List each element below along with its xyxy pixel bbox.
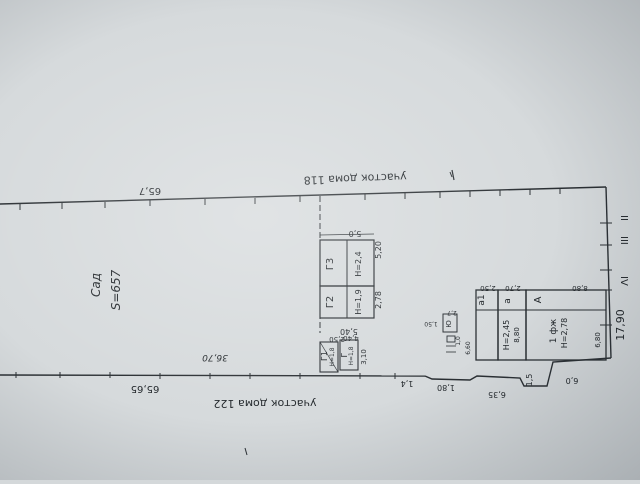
house-a-dim-bottom: 8,80 — [513, 327, 521, 343]
house-a1-label: а1 — [477, 294, 487, 305]
roman-marker: II — [618, 215, 629, 221]
g2-dim-right: 2,78 — [374, 291, 383, 309]
front-dim-1: 1,4 — [401, 379, 414, 388]
well-dim-a: 2,7 — [447, 309, 457, 316]
lot-boundary — [0, 169, 612, 456]
dim-bottom-length: 65,65 — [131, 383, 160, 394]
well-structure — [442, 313, 458, 353]
outbuilding-g1-g — [319, 339, 359, 373]
roman-marker: III — [618, 236, 629, 245]
house-a-label: а — [503, 298, 513, 304]
dim-top-length: 65,7 — [139, 185, 161, 196]
house-A-dim-top: 8,80 — [572, 284, 588, 292]
well-dim-b: 1,50 — [424, 320, 438, 327]
house-a-dim-top: 2,70 — [505, 284, 521, 292]
garden-name: Сад — [89, 273, 103, 297]
house-A-dim-bottom: 6,80 — [594, 332, 602, 348]
dim-right-width: 17,90 — [614, 309, 627, 341]
front-dim-4: 1,5 — [525, 374, 534, 387]
g2-dim-bottom: 5,40 — [340, 327, 358, 336]
house-A-floors: 1 фж — [549, 319, 559, 343]
g1-height: Н=1,8 — [329, 347, 336, 366]
house-A-height: Н=2,78 — [560, 318, 569, 349]
g-height: Н=1,8 — [348, 346, 355, 365]
roman-marker: IV — [618, 276, 629, 286]
dim-inner: 36,70 — [202, 352, 228, 362]
house-a1-dim: 2,50 — [480, 284, 496, 292]
well-dim-d: 1,0 — [455, 336, 462, 346]
g3-label: Г3 — [325, 258, 336, 270]
facade-markers: II III IV — [618, 215, 629, 286]
well-label: Ю — [445, 320, 453, 328]
g-dim-right: 3,10 — [360, 349, 368, 365]
g3-dim-right: 5,20 — [374, 241, 383, 259]
neighbor-top-label: участок дома 118 — [303, 170, 406, 187]
g-label: Г — [340, 352, 349, 357]
front-dim-2: 1,80 — [437, 383, 455, 392]
garden-area: S=657 — [109, 269, 123, 310]
house-outline — [475, 289, 607, 361]
well-dim-c: 6,60 — [465, 341, 472, 355]
g1-label: Г1 — [320, 351, 329, 361]
g-dim-top: 4,40 — [343, 334, 359, 342]
house-A-label: А — [533, 296, 544, 303]
g3-height: Н=2,4 — [354, 251, 363, 276]
g1-dim-top: 2,50 — [329, 335, 345, 343]
neighbor-bottom-label: участок дома 122 — [214, 397, 317, 410]
house-a-height: Н=2,45 — [502, 320, 511, 351]
front-dim-3: 6,35 — [488, 390, 506, 399]
front-dim-5: 6,0 — [566, 376, 579, 385]
g2-label: Г2 — [325, 296, 336, 308]
outbuilding-g3-g2 — [319, 233, 375, 319]
g3-dim-top: 5,0 — [349, 229, 362, 238]
g2-height: Н=1,9 — [354, 289, 363, 314]
